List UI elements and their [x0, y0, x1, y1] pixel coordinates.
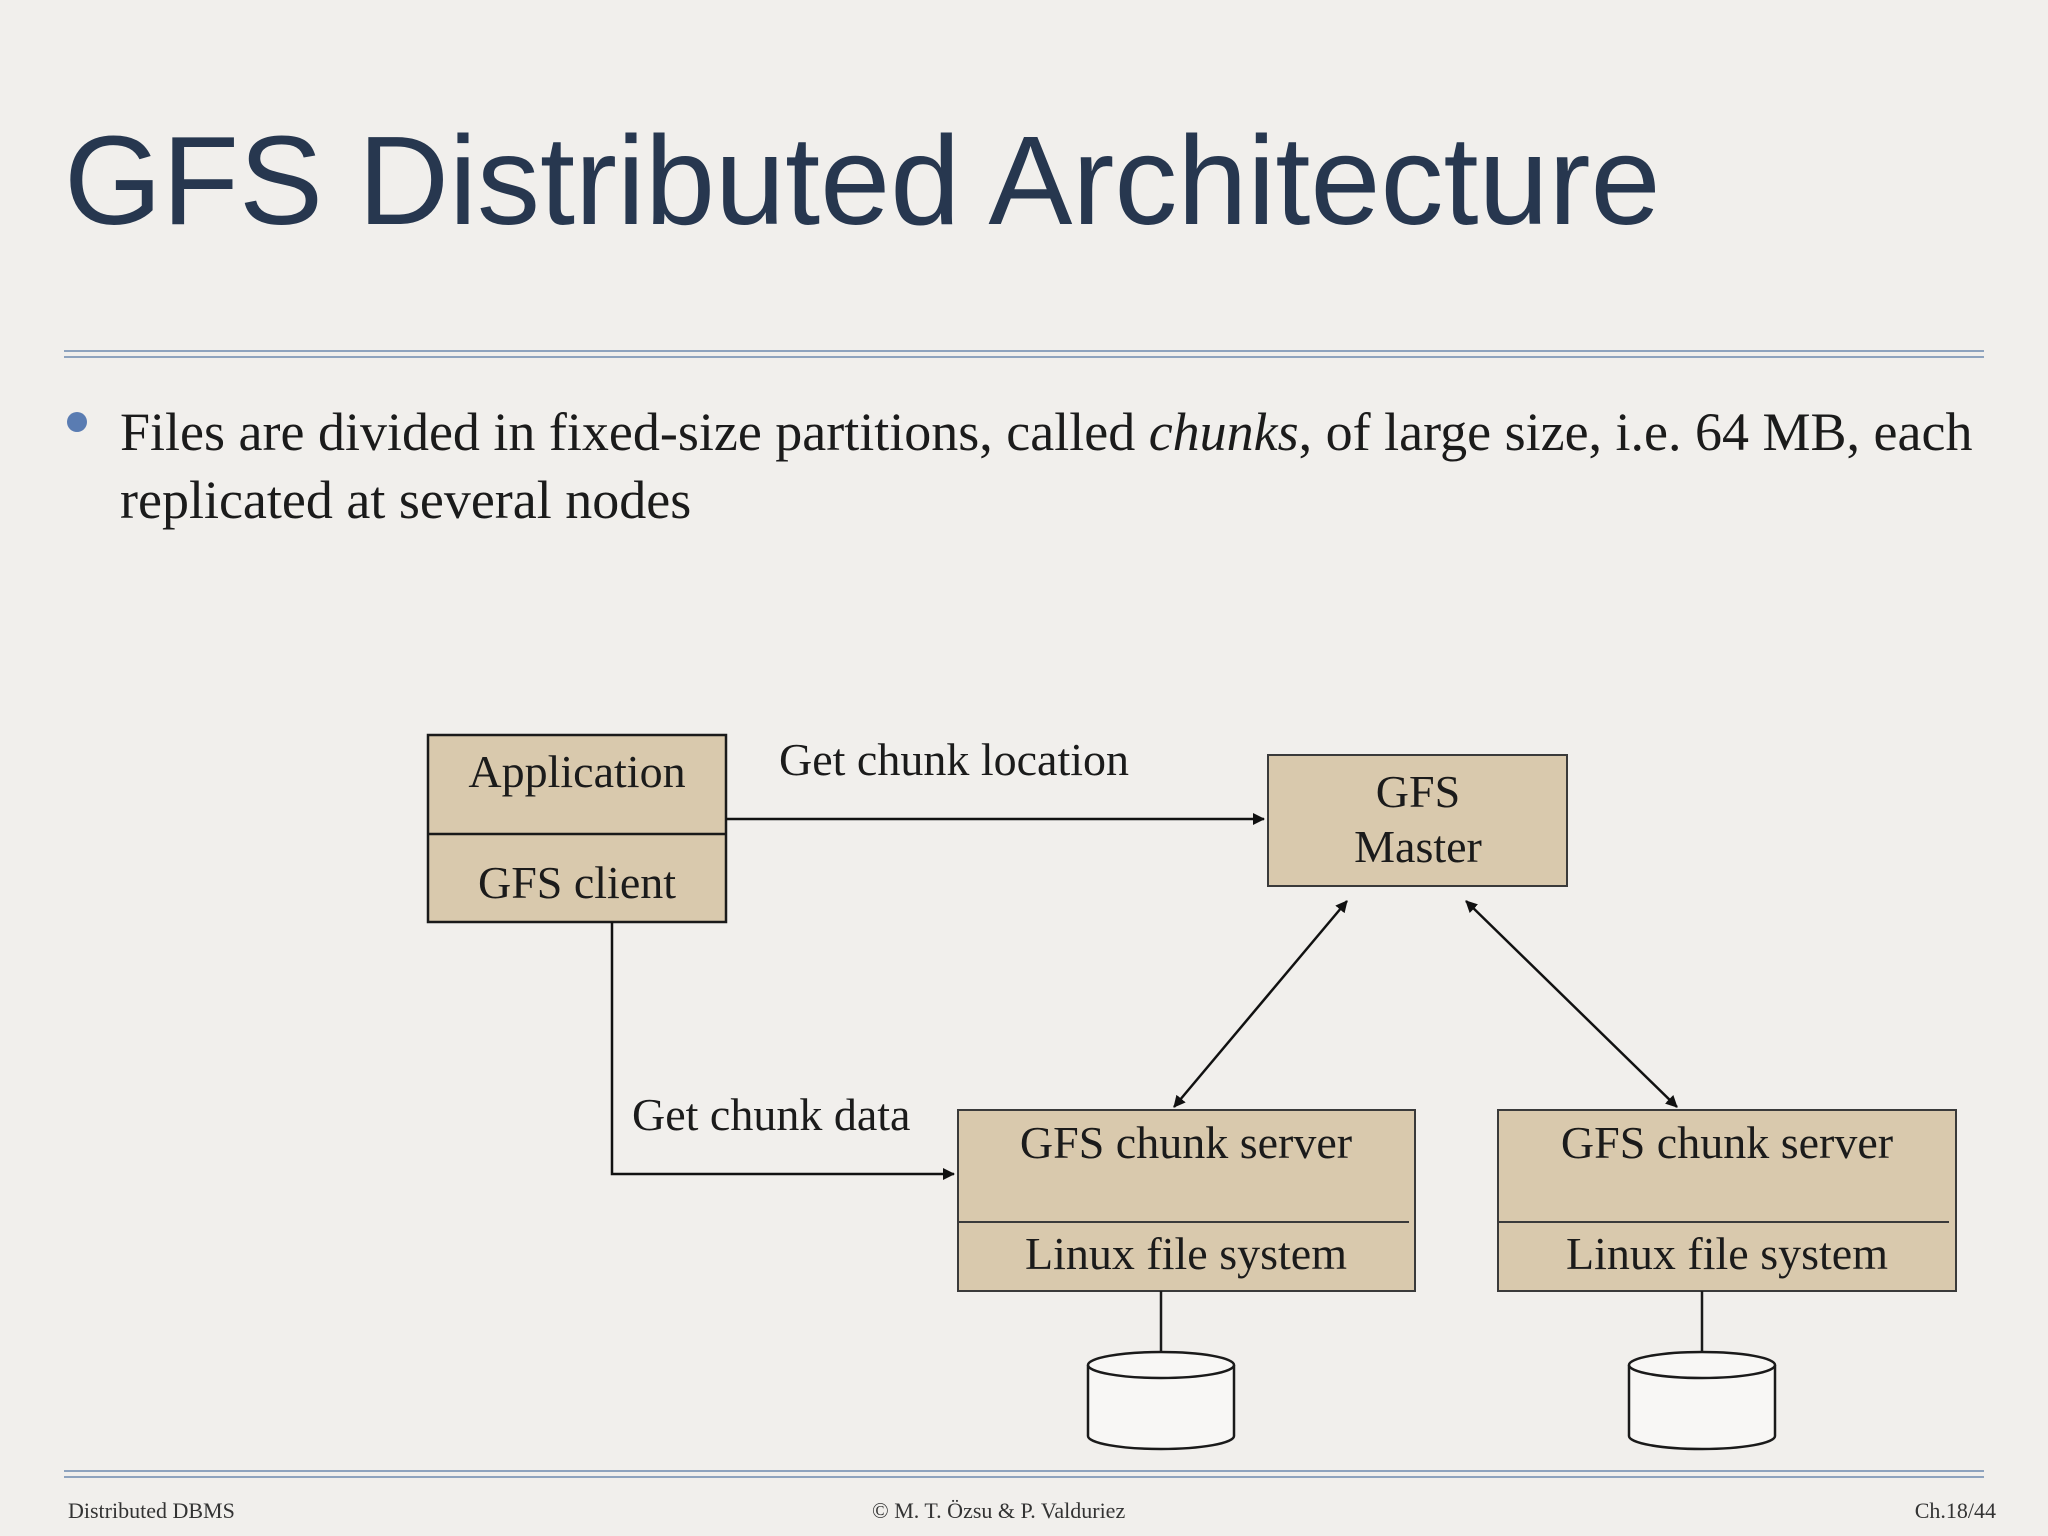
master-chunkserver1-arrow: [1173, 900, 1348, 1108]
linux-fs-label-1: Linux file system: [1025, 1228, 1347, 1279]
bullet-dot: [67, 412, 87, 432]
title-divider-top: [64, 350, 1984, 352]
master-label-line2: Master: [1354, 821, 1482, 872]
footer-divider-bottom: [64, 1476, 1984, 1478]
footer-copyright: © M. T. Özsu & P. Valduriez: [872, 1498, 1126, 1523]
disk-icon-2: [1627, 1291, 1777, 1451]
title-divider-bottom: [64, 356, 1984, 358]
gfs-master-box: GFS Master: [1267, 754, 1568, 887]
master-label-line1: GFS: [1376, 766, 1460, 817]
chunk-server-box-2: GFS chunk server Linux file system: [1497, 1109, 1957, 1292]
bullet-text-part: , of large size, i.e. 64 MB, each replic…: [120, 402, 1973, 530]
get-chunk-data-arrow: [610, 922, 955, 1180]
application-label: Application: [468, 746, 685, 797]
footer-divider-top: [64, 1470, 1984, 1472]
slide-title: GFS Distributed Architecture: [64, 110, 1661, 251]
disk-icon-1: [1086, 1291, 1236, 1451]
master-chunkserver2-arrow: [1465, 900, 1678, 1108]
get-chunk-location-label: Get chunk location: [779, 734, 1129, 785]
linux-fs-label-2: Linux file system: [1566, 1228, 1888, 1279]
chunk-server-label-2: GFS chunk server: [1561, 1117, 1893, 1168]
chunk-server-label-1: GFS chunk server: [1020, 1117, 1352, 1168]
bullet-text: Files are divided in fixed-size partitio…: [120, 398, 1980, 534]
footer-course: Distributed DBMS: [68, 1498, 235, 1523]
gfs-client-label: GFS client: [478, 857, 676, 908]
bullet-emphasis: chunks: [1148, 402, 1299, 462]
get-chunk-data-label: Get chunk data: [632, 1089, 910, 1140]
application-client-box: Application GFS client: [426, 733, 728, 924]
footer-slide-number: Ch.18/44: [1914, 1498, 1996, 1523]
bullet-text-part: Files are divided in fixed-size partitio…: [120, 402, 1149, 462]
chunk-server-box-1: GFS chunk server Linux file system: [957, 1109, 1416, 1292]
